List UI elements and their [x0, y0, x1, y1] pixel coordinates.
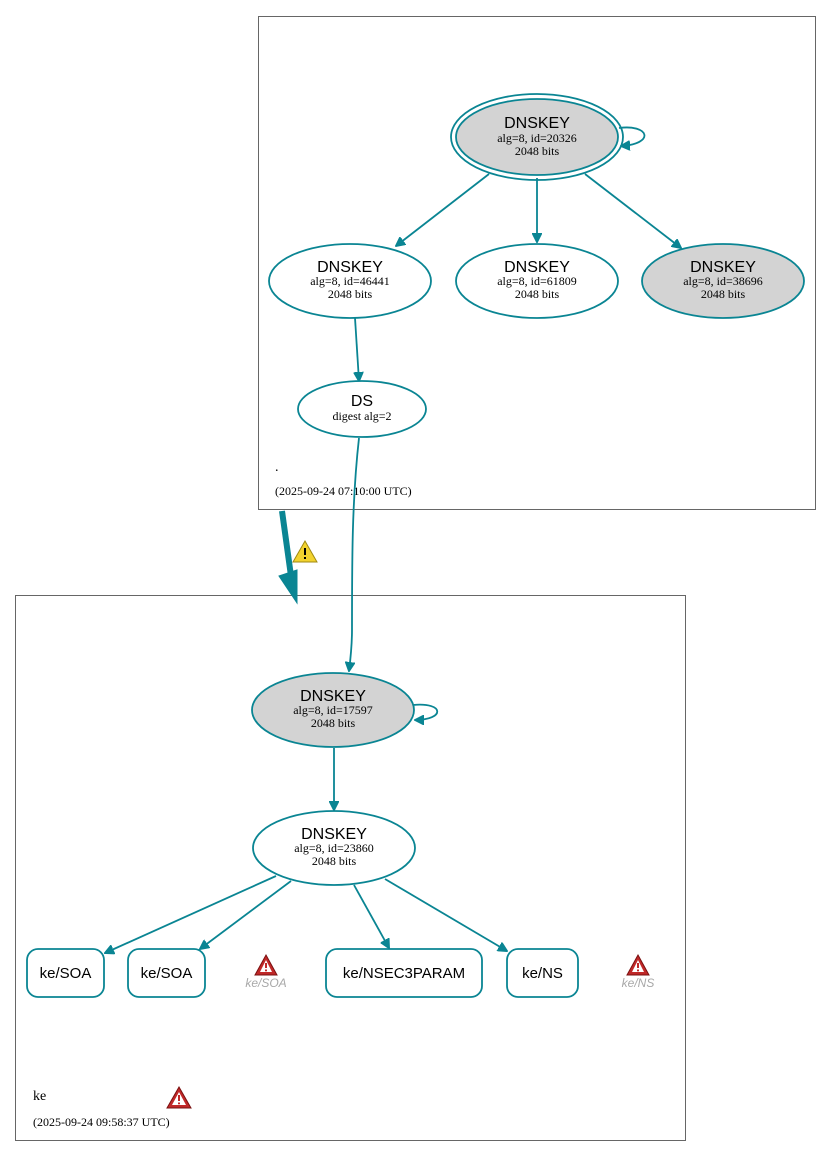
edge-zsk-to-nsec3param [353, 884, 389, 948]
node-ke-zsk[interactable]: DNSKEY alg=8, id=23860 2048 bits [252, 810, 416, 886]
ke-zone-timestamp: (2025-09-24 09:58:37 UTC) [33, 1115, 170, 1129]
node-root-ksk2-title: DNSKEY [690, 259, 756, 276]
edge-root-ksk-to-zsk1 [396, 173, 490, 246]
node-root-ksk2[interactable]: DNSKEY alg=8, id=38696 2048 bits [641, 243, 805, 319]
ke-zone-name: ke [33, 1089, 46, 1104]
rrset-ke-soa-2[interactable]: ke/SOA [127, 948, 206, 998]
rrset-label: ke/SOA [40, 965, 92, 982]
rrset-label: ke/NS [522, 965, 563, 982]
node-ke-ksk-bits: 2048 bits [311, 716, 356, 730]
node-ke-zsk-id: alg=8, id=23860 [294, 841, 374, 855]
root-zone-timestamp: (2025-09-24 07:10:00 UTC) [275, 484, 412, 498]
node-root-zsk1[interactable]: DNSKEY alg=8, id=46441 2048 bits [268, 243, 432, 319]
node-root-zsk2-bits: 2048 bits [515, 287, 560, 301]
error-triangle-icon [626, 953, 650, 976]
node-root-zsk2-id: alg=8, id=61809 [497, 274, 577, 288]
delegation-arrowhead [278, 569, 298, 605]
error-triangle-icon [254, 953, 278, 976]
edge-zsk1-to-ds [355, 317, 359, 381]
warning-triangle-icon[interactable] [292, 539, 318, 563]
ghost-rrset-ke-ns[interactable]: ke/NS [622, 953, 655, 990]
edge-root-ksk-to-ksk2 [584, 173, 681, 248]
edge-ke-ksk-self [412, 703, 438, 720]
delegation-edge [279, 510, 294, 577]
node-ke-ksk-title: DNSKEY [300, 688, 366, 705]
rrset-ke-ns[interactable]: ke/NS [506, 948, 579, 998]
edge-zsk-to-ns [384, 878, 507, 951]
node-ke-ksk-id: alg=8, id=17597 [293, 703, 373, 717]
node-root-ksk-bits: 2048 bits [515, 144, 560, 158]
node-root-zsk2-title: DNSKEY [504, 259, 570, 276]
node-root-ksk2-id: alg=8, id=38696 [683, 274, 763, 288]
node-ds-digest: digest alg=2 [332, 409, 391, 423]
rrset-label: ke/NSEC3PARAM [343, 965, 465, 982]
error-triangle-icon[interactable] [166, 1085, 192, 1109]
node-ke-zsk-title: DNSKEY [301, 826, 367, 843]
node-root-zsk2[interactable]: DNSKEY alg=8, id=61809 2048 bits [455, 243, 619, 319]
rrset-ke-nsec3param[interactable]: ke/NSEC3PARAM [325, 948, 483, 998]
ghost-rrset-label: ke/SOA [245, 976, 286, 990]
node-root-zsk1-title: DNSKEY [317, 259, 383, 276]
ke-zone-box [15, 595, 686, 1141]
node-root-ksk-id: alg=8, id=20326 [497, 131, 577, 145]
node-root-zsk1-id: alg=8, id=46441 [310, 274, 390, 288]
ghost-rrset-label: ke/NS [622, 976, 655, 990]
node-ke-ksk[interactable]: DNSKEY alg=8, id=17597 2048 bits [251, 672, 415, 748]
rrset-label: ke/SOA [141, 965, 193, 982]
node-ds-title: DS [351, 393, 373, 410]
node-root-ksk-title: DNSKEY [504, 115, 570, 132]
edge-root-ksk-self [618, 126, 646, 146]
rrset-ke-soa-1[interactable]: ke/SOA [26, 948, 105, 998]
node-root-ksk2-bits: 2048 bits [701, 287, 746, 301]
root-zone-box [258, 16, 816, 510]
node-root-ds[interactable]: DS digest alg=2 [297, 380, 427, 438]
root-zone-name: . [275, 460, 279, 475]
node-ke-zsk-bits: 2048 bits [312, 854, 357, 868]
edge-ds-to-ke-ksk [349, 437, 360, 671]
edge-zsk-to-soa2 [200, 880, 292, 949]
edge-zsk-to-soa1 [105, 875, 277, 953]
node-root-zsk1-bits: 2048 bits [328, 287, 373, 301]
node-root-ksk[interactable]: DNSKEY alg=8, id=20326 2048 bits [450, 93, 624, 181]
ghost-rrset-ke-soa[interactable]: ke/SOA [245, 953, 287, 990]
